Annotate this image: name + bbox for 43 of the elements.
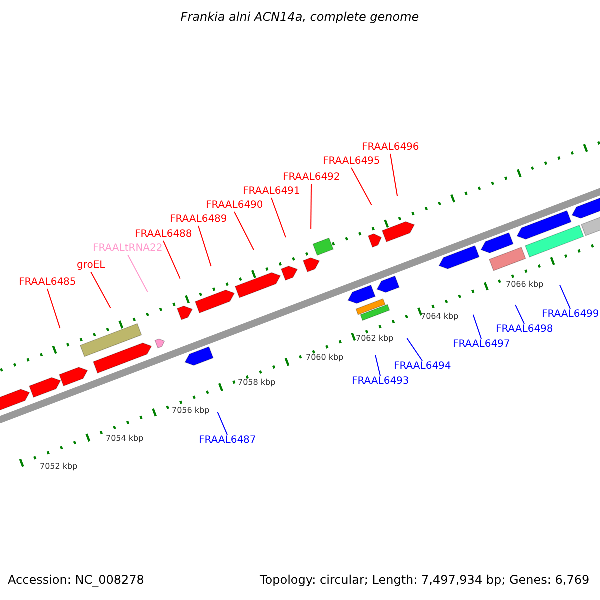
- leader-line: [47, 288, 61, 329]
- scale-label: 7064 kbp: [421, 313, 459, 321]
- gene-label: FRAAL6492: [283, 173, 340, 183]
- scale-label: 7060 kbp: [306, 354, 344, 362]
- gene-label: FRAAL6495: [323, 157, 380, 167]
- title: Frankia alni ACN14a, complete genome: [180, 11, 420, 23]
- scale-label: 7062 kbp: [356, 335, 394, 343]
- gene-label: FRAAL6494: [394, 362, 452, 372]
- scale-label: 7056 kbp: [172, 407, 210, 415]
- leader-line: [560, 284, 571, 310]
- accession-text: Accession: NC_008278: [8, 574, 144, 586]
- gene-label: FRAAL6490: [206, 201, 264, 211]
- scale-label: 7066 kbp: [506, 281, 544, 289]
- scale-label: 7054 kbp: [106, 435, 144, 443]
- leader-line: [351, 168, 372, 206]
- leader-line: [198, 226, 212, 267]
- leader-line: [90, 272, 112, 309]
- leader-line: [271, 198, 286, 238]
- leader-line: [217, 412, 228, 436]
- leader-line: [390, 154, 398, 197]
- gene-label: FRAAL6485: [19, 278, 76, 288]
- gene-label: FRAAL6497: [453, 340, 510, 350]
- gene-label: FRAALtRNA22: [93, 244, 163, 254]
- genome-summary-text: Topology: circular; Length: 7,497,934 bp; Genes: 6,769: [260, 574, 590, 586]
- leader-line: [234, 212, 254, 250]
- gene-label: FRAAL6488: [135, 230, 192, 240]
- gene-label: groEL: [77, 261, 106, 271]
- scale-label: 7052 kbp: [40, 463, 78, 471]
- leader-line: [163, 240, 181, 280]
- gene-label: FRAAL6498: [496, 325, 554, 335]
- scale-label: 7058 kbp: [238, 379, 276, 387]
- leader-line: [310, 184, 312, 230]
- leader-line: [515, 304, 525, 324]
- leader-line: [128, 254, 148, 293]
- gene-label: FRAAL6489: [170, 215, 228, 225]
- gene-label: FRAAL6491: [243, 187, 300, 197]
- leader-line: [472, 314, 482, 340]
- gene-label: FRAAL6496: [362, 143, 420, 153]
- gene-label: FRAAL6493: [352, 377, 410, 387]
- gene-label: FRAAL6487: [199, 436, 256, 446]
- leader-line: [375, 354, 381, 376]
- leader-line: [406, 338, 423, 362]
- gene-label: FRAAL6499: [542, 310, 600, 320]
